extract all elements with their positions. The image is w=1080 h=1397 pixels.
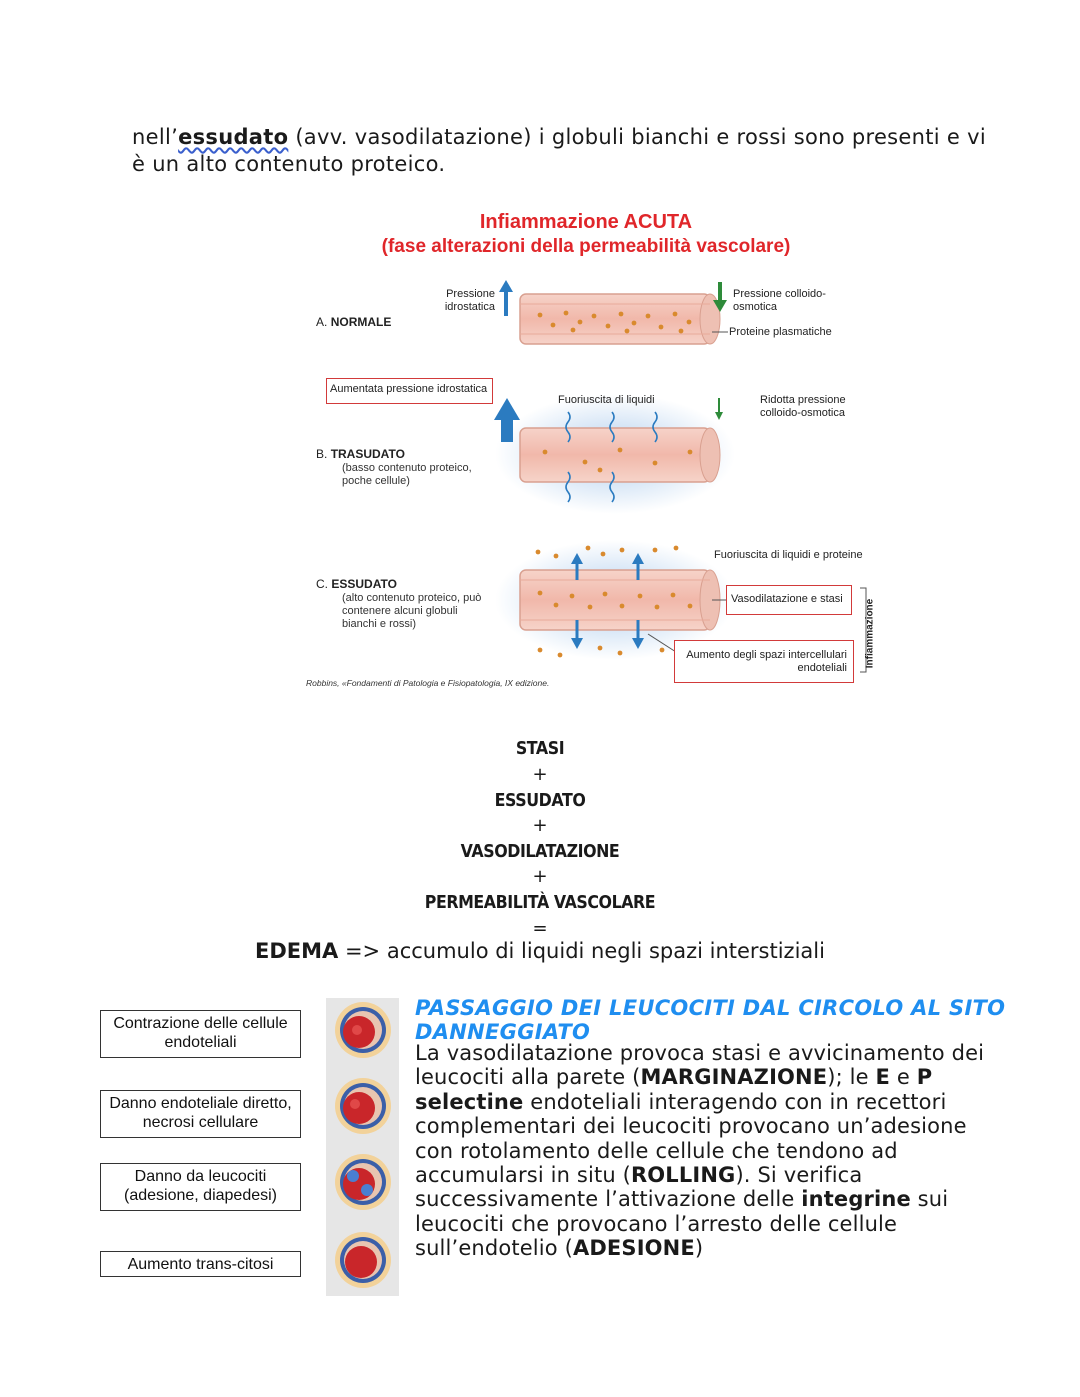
side-box-danno-leucociti: Danno da leucociti (adesione, diapedesi) — [100, 1163, 301, 1211]
label-pressione-idrostatica: Pressione idrostatica — [444, 288, 495, 313]
vessel-cross-section-icon — [335, 1232, 391, 1288]
leukocytes-paragraph: La vasodilatazione provoca stasi e avvic… — [415, 1041, 985, 1261]
term-marginazione: MARGINAZIONE — [640, 1065, 828, 1090]
section-b-desc: (basso contenuto proteico, poche cellule… — [342, 462, 472, 487]
figure-citation: Robbins, «Fondamenti di Patologia e Fisi… — [306, 678, 550, 688]
equation-permeabilita: PERMEABILITÀ VASCOLARE — [424, 892, 656, 913]
side-box-danno-endoteliale: Danno endoteliale diretto, necrosi cellu… — [100, 1090, 301, 1138]
section-c-desc: (alto contenuto proteico, può contenere … — [342, 592, 482, 630]
label-fuoriuscita-liquidi: Fuoriuscita di liquidi — [558, 394, 655, 406]
vessel-normal — [499, 280, 728, 345]
equation-plus-3: + — [532, 866, 548, 887]
label-aumento-spazi: Aumento degli spazi intercellulari endot… — [674, 640, 854, 683]
vessel-diagram — [494, 280, 867, 673]
label-fuoriuscita-liquidi-proteine: Fuoriuscita di liquidi e proteine — [714, 549, 863, 561]
label-pressione-colloido: Pressione colloido-osmotica — [733, 288, 826, 313]
side-box-trans-citosi: Aumento trans-citosi — [100, 1251, 301, 1277]
section-a: A. NORMALE — [316, 315, 392, 329]
equation-equals: = — [532, 918, 548, 939]
label-vasodilatazione-stasi: Vasodilatazione e stasi — [726, 585, 852, 615]
term-selectine: selectine — [415, 1089, 524, 1114]
term-rolling: ROLLING — [630, 1163, 736, 1188]
vessel-essudato — [495, 540, 867, 673]
equation-plus-1: + — [532, 764, 548, 785]
term-p: P — [916, 1065, 933, 1090]
vessel-cross-section-icon — [335, 1002, 391, 1058]
edema-term: EDEMA — [255, 939, 339, 963]
vessel-cross-section-icon — [335, 1154, 391, 1210]
term-integrine: integrine — [801, 1187, 911, 1212]
label-ridotta-pressione: Ridotta pressione colloido-osmotica — [760, 394, 846, 419]
equation-stasi: STASI — [515, 738, 565, 759]
label-proteine-plasmatiche: Proteine plasmatiche — [729, 326, 832, 338]
equation-plus-2: + — [532, 815, 548, 836]
vessel-cross-section-icon — [335, 1078, 391, 1134]
figure-subtitle: (fase alterazioni della permeabilità vas… — [381, 236, 791, 257]
section-b: B. TRASUDATO — [316, 447, 405, 461]
intro-paragraph: nell’essudato (avv. vasodilatazione) i g… — [132, 124, 992, 178]
term-e: E — [875, 1065, 891, 1090]
intro-term: essudato — [178, 125, 289, 149]
vessel-cell-strip — [326, 998, 399, 1296]
term-adesione: ADESIONE — [572, 1236, 695, 1261]
section-c: C. ESSUDATO — [316, 577, 397, 591]
equation-vasodilatazione: VASODILATAZIONE — [460, 841, 620, 862]
leukocytes-heading: PASSAGGIO DEI LEUCOCITI DAL CIRCOLO AL S… — [415, 996, 1006, 1044]
vessel-trasudato — [494, 394, 735, 514]
equation-result: EDEMA => accumulo di liquidi negli spazi… — [255, 939, 825, 963]
intro-rest: (avv. vasodilatazione) i globuli bianchi… — [132, 125, 986, 176]
edema-text: => accumulo di liquidi negli spazi inter… — [338, 939, 825, 963]
side-box-contrazione: Contrazione delle cellule endoteliali — [100, 1010, 301, 1058]
label-infiammazione: Infiammazione — [864, 598, 876, 669]
intro-prefix: nell’ — [132, 125, 179, 149]
label-aumentata-pressione: Aumentata pressione idrostatica — [326, 378, 493, 404]
equation-essudato: ESSUDATO — [494, 790, 586, 811]
figure-title: Infiammazione ACUTA — [479, 211, 693, 233]
